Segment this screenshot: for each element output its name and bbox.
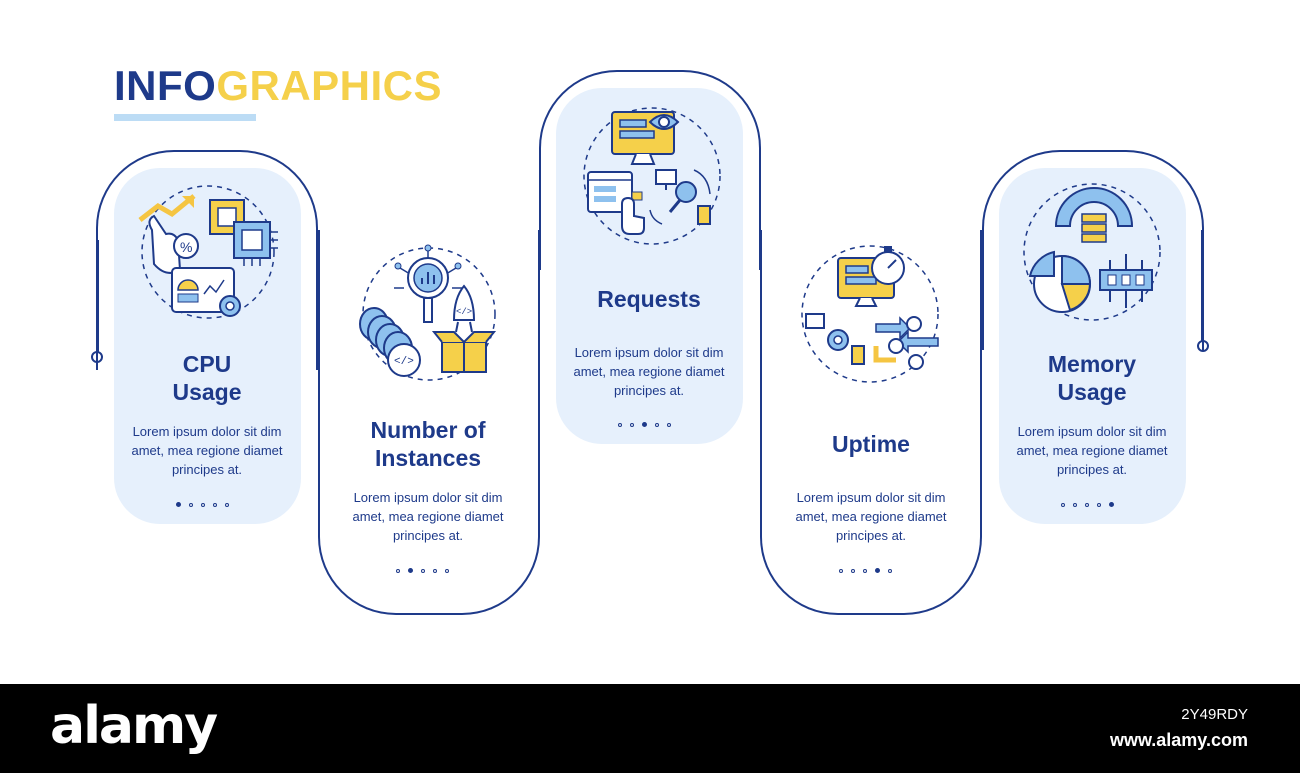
stock-footer-bar: alamy 2Y49RDY www.alamy.com (0, 684, 1300, 773)
dot-3 (642, 422, 647, 427)
image-id: 2Y49RDY (1181, 706, 1248, 723)
card-title-memory: Memory Usage (992, 350, 1192, 406)
card-outline-instances (318, 230, 540, 615)
dot-1 (396, 568, 400, 573)
card-outline-cpu (96, 150, 318, 370)
card-title-line2: Instances (374, 445, 482, 471)
site-url: www.alamy.com (1109, 730, 1248, 750)
card-text-uptime: Lorem ipsum dolor sit dim amet, mea regi… (795, 490, 947, 543)
cpu-usage-icon: % (138, 185, 278, 319)
title-part-graphics: GRAPHICS (216, 62, 443, 109)
dot-5 (445, 568, 449, 573)
card-title-instances: Number of Instances (328, 416, 528, 472)
title-underline (114, 114, 256, 121)
dot-5 (225, 502, 229, 507)
dot-2 (851, 568, 855, 573)
card-outline-requests (539, 70, 761, 270)
dot-1 (176, 502, 181, 507)
card-title-line1: CPU (182, 351, 232, 377)
pagination-dots-cpu (176, 502, 229, 507)
card-title-uptime: Uptime (771, 430, 971, 458)
dot-4 (433, 568, 437, 573)
card-text-cpu: Lorem ipsum dolor sit dim amet, mea regi… (131, 424, 283, 477)
svg-text:</>: </> (456, 307, 472, 317)
dot-3 (421, 568, 425, 573)
dot-5 (888, 568, 892, 573)
card-title-line1: Uptime (832, 431, 910, 457)
card-title-line1: Memory (1047, 351, 1137, 377)
card-text-requests: Lorem ipsum dolor sit dim amet, mea regi… (573, 345, 725, 398)
dot-5 (667, 422, 671, 427)
dot-2 (189, 502, 193, 507)
dot-2 (408, 568, 413, 573)
dot-2 (1073, 502, 1077, 507)
svg-text:</>: </> (394, 356, 414, 368)
pagination-dots-uptime (839, 568, 892, 573)
dot-3 (201, 502, 205, 507)
dot-3 (863, 568, 867, 573)
card-title-cpu: CPU Usage (107, 350, 307, 406)
card-text-memory: Lorem ipsum dolor sit dim amet, mea regi… (1016, 424, 1168, 477)
dot-1 (618, 422, 622, 427)
card-title-line1: Number of (370, 417, 486, 443)
card-title-line1: Requests (597, 286, 701, 312)
requests-icon (583, 107, 721, 245)
alamy-logo: alamy (50, 696, 218, 756)
dot-5 (1109, 502, 1114, 507)
dot-4 (1097, 502, 1101, 507)
dot-1 (839, 568, 843, 573)
card-outline-uptime (760, 230, 982, 615)
dot-1 (1061, 502, 1065, 507)
pagination-dots-instances (396, 568, 449, 573)
card-title-line2: Usage (172, 379, 242, 405)
title-part-info: INFO (114, 62, 217, 109)
uptime-icon (801, 245, 939, 383)
card-title-line2: Usage (1057, 379, 1127, 405)
memory-usage-icon (1023, 183, 1161, 321)
card-outline-memory (982, 150, 1204, 350)
pagination-dots-requests (618, 422, 671, 427)
dot-4 (655, 422, 659, 427)
pagination-dots-memory (1061, 502, 1114, 507)
card-title-requests: Requests (549, 285, 749, 313)
svg-text:%: % (180, 239, 192, 255)
dot-2 (630, 422, 634, 427)
card-text-instances: Lorem ipsum dolor sit dim amet, mea regi… (352, 490, 504, 543)
dot-4 (213, 502, 217, 507)
infographics-title: INFOGRAPHICS (114, 60, 442, 112)
instances-icon: </> </> (359, 244, 497, 381)
dot-3 (1085, 502, 1089, 507)
dot-4 (875, 568, 880, 573)
